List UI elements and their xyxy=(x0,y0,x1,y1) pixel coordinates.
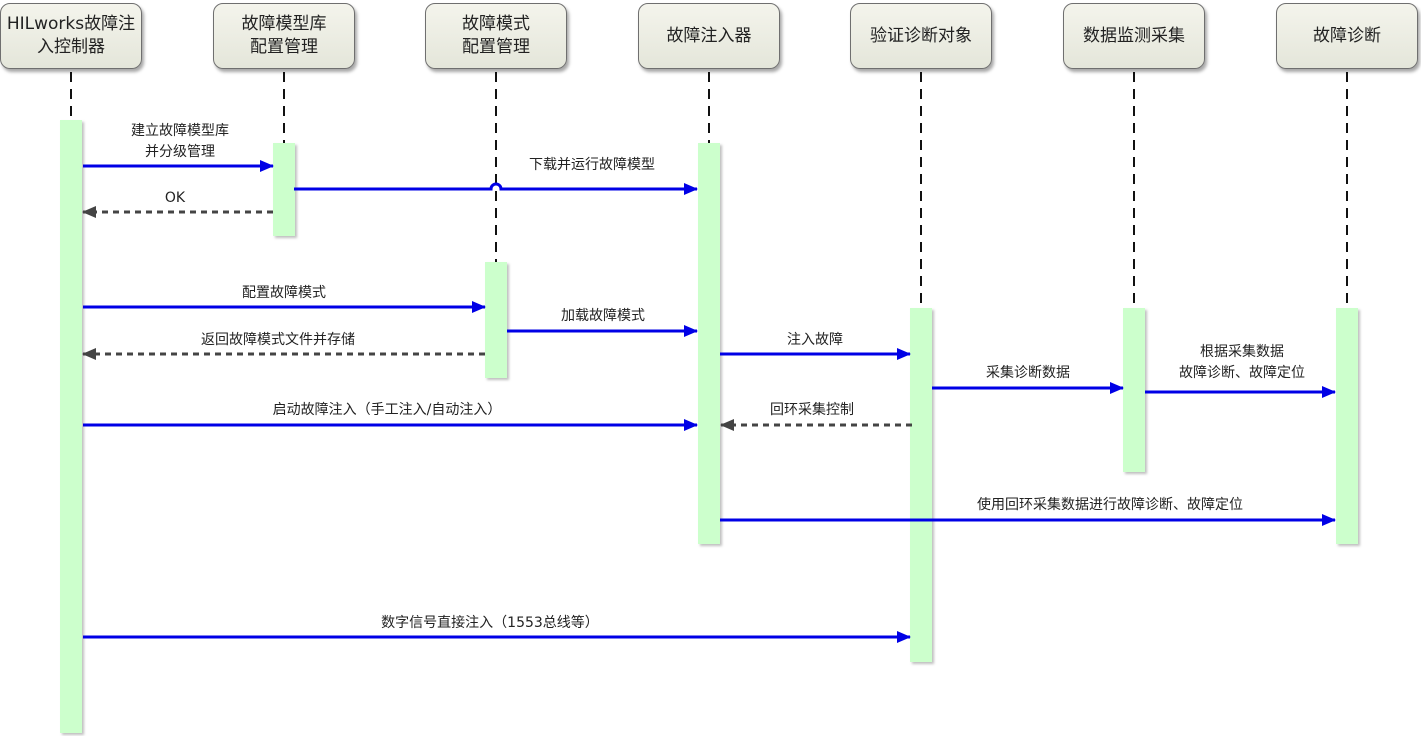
message-label-3: OK xyxy=(164,190,186,206)
message-label-2: 下载并运行故障模型 xyxy=(529,157,655,173)
activation-bar-monitor xyxy=(1123,308,1145,472)
activation-bar-injector xyxy=(698,143,720,544)
activation-bar-diagnosis xyxy=(1336,308,1358,544)
message-arrow-2 xyxy=(294,182,698,195)
participant-injector: 故障注入器 xyxy=(638,3,780,69)
activation-bar-target xyxy=(910,308,932,662)
participant-target: 验证诊断对象 xyxy=(850,3,992,69)
activation-bar-model-lib xyxy=(273,143,295,236)
participant-monitor: 数据监测采集 xyxy=(1063,3,1205,69)
message-label-10: 启动故障注入（手工注入/自动注入） xyxy=(272,402,502,418)
participant-diagnosis: 故障诊断 xyxy=(1276,3,1418,69)
participant-model-lib: 故障模型库 配置管理 xyxy=(213,3,355,69)
message-label-1: 建立故障模型库 并分级管理 xyxy=(131,123,229,160)
message-label-5: 加载故障模式 xyxy=(561,308,645,324)
message-label-13: 数字信号直接注入（1553总线等） xyxy=(381,615,599,631)
activation-bar-mode-cfg xyxy=(485,262,507,378)
participant-mode-cfg: 故障模式 配置管理 xyxy=(425,3,567,69)
message-label-8: 采集诊断数据 xyxy=(986,365,1070,381)
message-label-4: 配置故障模式 xyxy=(242,285,326,301)
message-label-12: 使用回环采集数据进行故障诊断、故障定位 xyxy=(977,497,1243,513)
message-label-7: 注入故障 xyxy=(787,332,843,348)
message-label-11: 回环采集控制 xyxy=(770,402,854,418)
message-label-6: 返回故障模式文件并存储 xyxy=(201,332,355,348)
activation-bar-controller xyxy=(60,120,82,733)
message-label-9: 根据采集数据 故障诊断、故障定位 xyxy=(1179,344,1305,381)
participant-controller: HILworks故障注 入控制器 xyxy=(0,3,142,69)
